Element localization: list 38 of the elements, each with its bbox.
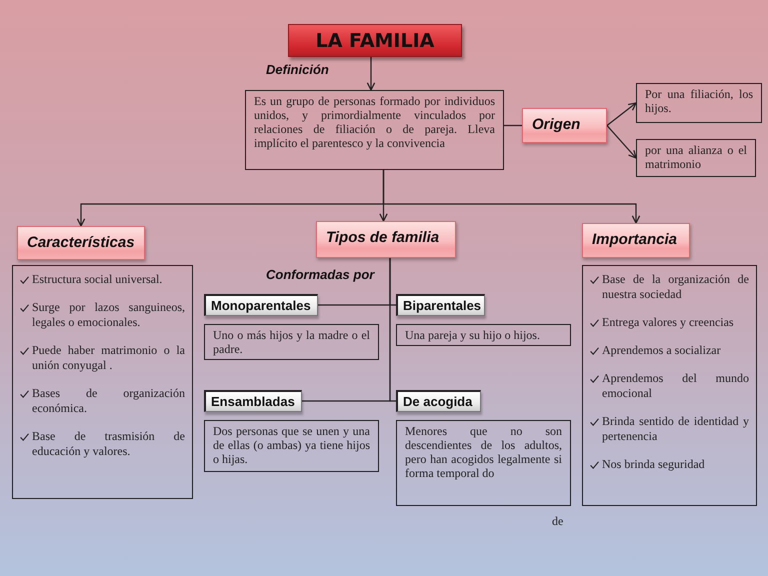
section-heading: Características xyxy=(17,226,145,260)
list-item-text: Entrega valores y creencias xyxy=(602,315,735,330)
overflow-text: de xyxy=(552,514,564,529)
list-item-text: Aprendemos del mundo emocional xyxy=(602,371,749,401)
list-item-text: Surge por lazos sanguineos, legales o emocionales. xyxy=(32,300,185,330)
family-type-label: Monoparentales xyxy=(204,294,318,316)
edge-label: Conformadas por xyxy=(266,267,374,282)
list-panel xyxy=(12,265,193,499)
section-heading: Tipos de familia xyxy=(316,221,456,258)
text-panel: por una alianza o el matrimonio xyxy=(636,139,756,177)
list-item-text: Nos brinda seguridad xyxy=(602,457,706,472)
arrow xyxy=(606,125,637,159)
family-type-label: Biparentales xyxy=(396,294,485,316)
list-item-text: Puede haber matrimonio o la unión conyugal . xyxy=(32,343,185,373)
text-panel: Menores que no son descendientes de los adultos, pero han acogidos legalmente si forma temporal do xyxy=(396,420,571,506)
list-panel xyxy=(582,265,757,506)
arrow xyxy=(366,57,376,91)
text-panel: Es un grupo de personas formado por individuos unidos, y primordialmente vinculados por relaciones de filiación o de pareja. Lleva implícito el parentesco y la convivencia xyxy=(245,90,504,170)
text-panel: Uno o más hijos y la madre o el padre. xyxy=(204,324,379,360)
text-panel: Una pareja y su hijo o hijos. xyxy=(396,324,571,346)
list-item-text: Estructura social universal. xyxy=(32,272,164,287)
section-heading: Origen xyxy=(522,108,607,143)
family-type-label: Ensambladas xyxy=(204,390,302,412)
list-item-text: Base de trasmisión de educación y valores. xyxy=(32,429,185,459)
edge-label: Definición xyxy=(266,62,329,77)
list-item-text: Bases de organización económica. xyxy=(32,386,185,416)
list-item-text: Base de la organización de nuestra sociedad xyxy=(602,272,749,302)
section-heading: Importancia xyxy=(582,223,690,258)
arrow xyxy=(606,102,637,126)
list-item-text: Brinda sentido de identidad y pertenencia xyxy=(602,414,749,444)
title-banner: LA FAMILIA xyxy=(288,24,462,57)
connector-line xyxy=(504,124,522,126)
connector-line xyxy=(389,258,396,402)
list-item-text: Aprendemos a socializar xyxy=(602,343,722,358)
arrow xyxy=(382,170,640,224)
text-panel: Dos personas que se unen y una de ellas (o ambas) ya tiene hijos o hijas. xyxy=(204,420,379,472)
family-type-label: De acogida xyxy=(396,390,481,412)
text-panel: Por una filiación, los hijos. xyxy=(636,83,762,123)
